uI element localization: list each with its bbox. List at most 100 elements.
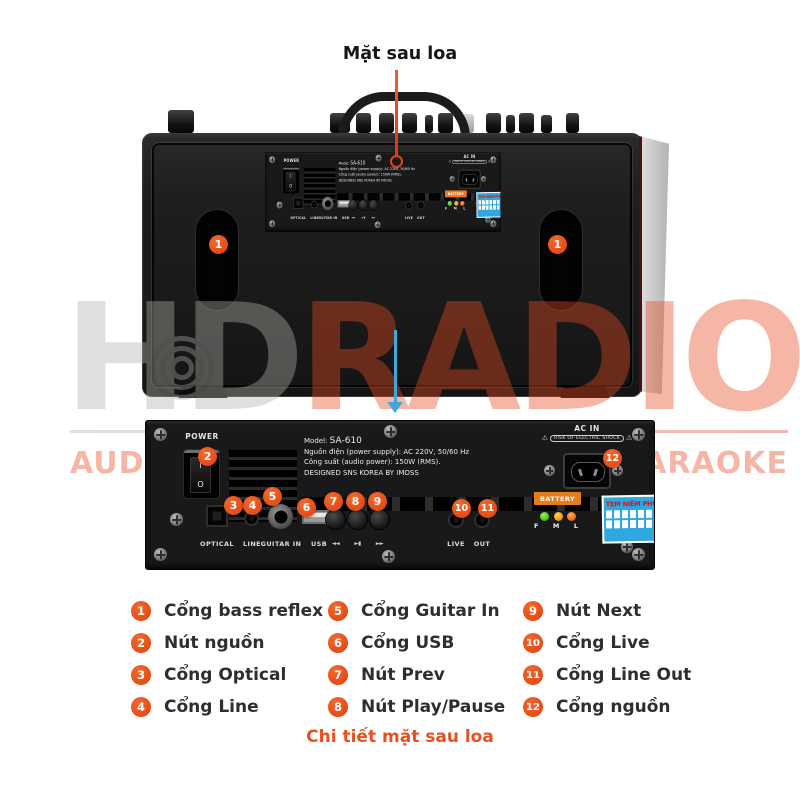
legend-label: Cổng Optical xyxy=(164,665,287,685)
legend-label: Cổng Guitar In xyxy=(361,601,500,621)
legend-item-3: 3 Cổng Optical xyxy=(131,659,323,691)
guitar-in-label: GUITAR IN xyxy=(260,540,302,548)
screw xyxy=(374,221,381,229)
battery-led-low xyxy=(567,512,576,521)
warning-triangle-icon: ⚠ xyxy=(487,159,491,164)
screw xyxy=(621,541,633,553)
legend-item-5: 5 Cổng Guitar In xyxy=(328,595,505,627)
screw xyxy=(632,548,645,561)
warning-triangle-icon: ⚠ xyxy=(541,434,548,442)
play-pause-button xyxy=(348,510,367,529)
ac-inlet-socket xyxy=(571,462,605,482)
play-pause-icon: ►▮ xyxy=(354,541,361,547)
guitar-in-label: GUITAR IN xyxy=(318,215,338,221)
optical-label: OPTICAL xyxy=(290,215,307,221)
battery-l: L xyxy=(463,206,466,211)
mixer-knob xyxy=(519,113,534,133)
power-rocker: I O xyxy=(190,457,211,493)
shock-warning-row: ⚠ RISK OF ELECTRIC SHOCK ⚠ xyxy=(448,160,491,164)
legend-column-1: 1 Cổng bass reflex 2 Nút nguồn 3 Cổng Op… xyxy=(131,595,323,723)
legend-item-9: 9 Nút Next xyxy=(523,595,691,627)
spec-text-block: Model: SA-610 Nguồn điện (power supply):… xyxy=(339,161,432,183)
model-value: SA-610 xyxy=(350,160,366,166)
legend-badge: 4 xyxy=(131,697,151,717)
legend-label: Cổng Live xyxy=(556,633,650,653)
line-jack xyxy=(246,513,257,524)
warning-triangle-icon: ⚠ xyxy=(448,159,452,164)
spec-line-3: DESIGNED SNS KOREA BY IMOSS xyxy=(304,468,419,477)
callout-6: 6 xyxy=(297,498,316,517)
screw xyxy=(544,465,555,476)
legend-label: Nút Play/Pause xyxy=(361,697,506,717)
prev-icon: ◄◄ xyxy=(351,216,355,220)
speaker-foot xyxy=(560,387,610,398)
callout-3: 3 xyxy=(224,496,243,515)
legend-badge: 11 xyxy=(523,665,543,685)
battery-level-letters: F M L xyxy=(444,206,466,210)
callout-7: 7 xyxy=(324,492,343,511)
warranty-seal-sticker: TEM NIÊM PHO xyxy=(601,494,655,544)
battery-f: F xyxy=(444,206,448,211)
legend-item-12: 12 Cổng nguồn xyxy=(523,691,691,723)
next-button xyxy=(369,199,378,211)
battery-led-low xyxy=(460,201,465,206)
mixer-knob xyxy=(486,113,501,133)
switch-off-mark: O xyxy=(197,480,204,489)
line-jack xyxy=(311,201,317,208)
legend-column-2: 5 Cổng Guitar In 6 Cổng USB 7 Nút Prev 8… xyxy=(328,595,505,723)
spec-line-3: DESIGNED SNS KOREA BY IMOSS xyxy=(338,177,392,183)
callout-11: 11 xyxy=(478,499,497,518)
live-label: LIVE xyxy=(404,215,413,221)
legend-badge: 7 xyxy=(328,665,348,685)
shock-warning-row: ⚠ RISK OF ELECTRIC SHOCK ⚠ xyxy=(540,435,634,442)
spec-line-1: Nguồn điện (power supply): AC 220V, 50/6… xyxy=(338,166,415,171)
blue-arrow-line xyxy=(394,330,397,403)
vent-slots-row xyxy=(337,193,487,201)
power-switch: I O xyxy=(283,167,300,194)
legend-badge: 9 xyxy=(523,601,543,621)
legend-item-4: 4 Cổng Line xyxy=(131,691,323,723)
screw xyxy=(612,465,623,476)
optical-port xyxy=(293,197,304,210)
play-pause-button xyxy=(358,199,368,211)
legend-item-11: 11 Cổng Line Out xyxy=(523,659,691,691)
legend-badge: 10 xyxy=(523,633,543,653)
legend-badge: 8 xyxy=(328,697,348,717)
blue-arrow-head xyxy=(387,402,403,413)
legend-badge: 3 xyxy=(131,665,151,685)
out-label: OUT xyxy=(417,215,425,221)
screw xyxy=(276,201,283,209)
legend-item-6: 6 Cổng USB xyxy=(328,627,505,659)
seal-text: TEM NIÊM PHO xyxy=(605,499,655,509)
battery-led-mid xyxy=(554,512,563,521)
screw xyxy=(384,425,397,438)
legend-item-1: 1 Cổng bass reflex xyxy=(131,595,323,627)
screw xyxy=(632,428,645,441)
battery-l: L xyxy=(573,522,578,530)
switch-on-mark: I xyxy=(199,461,202,470)
screw xyxy=(154,548,167,561)
mixer-knob xyxy=(168,110,194,133)
guitar-in-jack xyxy=(321,196,334,211)
next-icon: ►► xyxy=(371,216,376,220)
next-button xyxy=(370,510,389,529)
power-rocker: I O xyxy=(285,171,296,191)
ac-in-label: AC IN xyxy=(463,154,476,159)
battery-led-full xyxy=(540,512,549,521)
legend-badge: 5 xyxy=(328,601,348,621)
rear-panel-detail-wrap: POWER I O Model: SA-610 Nguồn điện (powe… xyxy=(145,420,655,570)
battery-led-mid xyxy=(454,201,459,206)
optical-label: OPTICAL xyxy=(200,540,234,548)
ac-inlet xyxy=(458,169,481,189)
ac-in-label: AC IN xyxy=(574,424,600,433)
guitar-in-jack xyxy=(268,504,293,529)
warning-triangle-icon: ⚠ xyxy=(626,434,633,442)
speaker-foot xyxy=(178,387,228,398)
legend-label: Cổng bass reflex xyxy=(164,601,324,621)
legend-column-3: 9 Nút Next 10 Cổng Live 11 Cổng Line Out… xyxy=(523,595,691,723)
battery-label: BATTERY xyxy=(444,190,467,198)
callout-12: 12 xyxy=(603,449,622,468)
battery-level-letters: F M L xyxy=(532,522,580,530)
